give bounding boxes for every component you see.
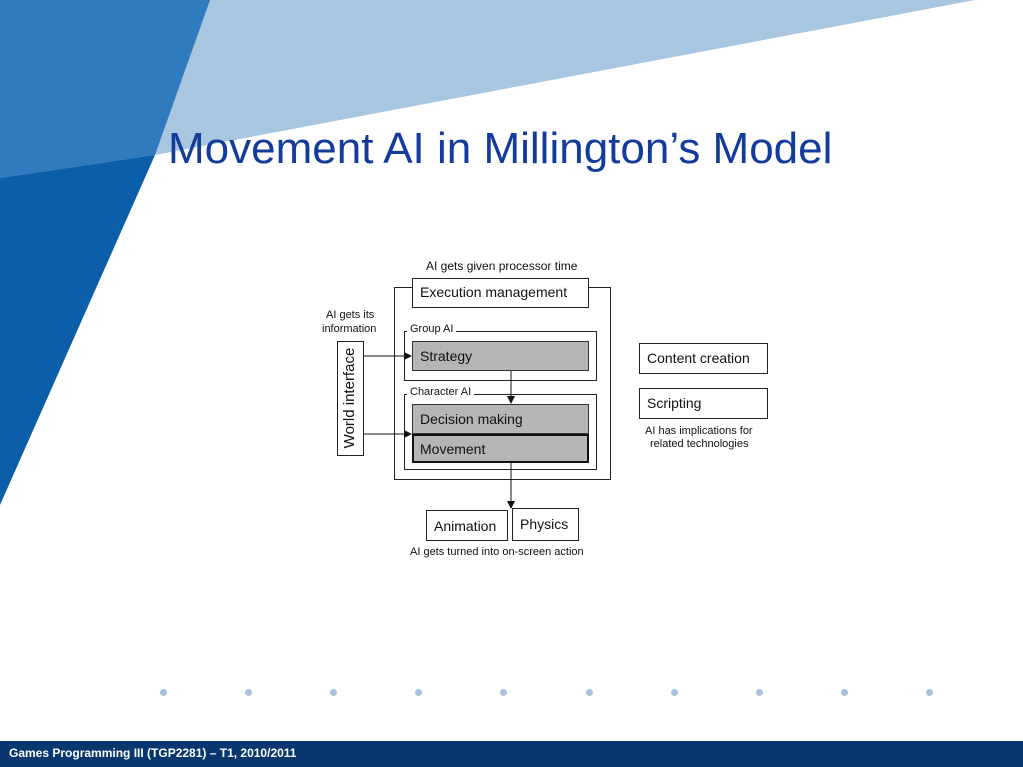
footer-bar: Games Programming III (TGP2281) – T1, 20… [0, 741, 1023, 767]
strategy-box: Strategy [412, 341, 589, 371]
decorative-dot [330, 689, 337, 696]
character-ai-label: Character AI [407, 386, 475, 398]
decorative-dot [671, 689, 678, 696]
info-note-line1: AI gets its [326, 309, 375, 321]
group-ai-label: Group AI [407, 323, 457, 335]
decorative-dot [500, 689, 507, 696]
content-creation-box: Content creation [639, 343, 768, 374]
scripting-label: Scripting [647, 395, 702, 411]
implications-note-line2: related technologies [650, 438, 749, 450]
decision-making-label: Decision making [420, 411, 523, 427]
decision-making-box: Decision making [412, 404, 589, 434]
decorative-dot [586, 689, 593, 696]
execution-management-box: Execution management [412, 278, 589, 308]
mid-blue-band [0, 0, 210, 178]
content-creation-label: Content creation [647, 350, 750, 366]
light-blue-band [0, 0, 975, 178]
execution-management-label: Execution management [420, 284, 568, 300]
dark-blue-wedge [0, 155, 155, 505]
decorative-dot [245, 689, 252, 696]
physics-label: Physics [520, 516, 569, 532]
movement-label: Movement [420, 441, 486, 457]
animation-label: Animation [434, 518, 497, 534]
scripting-box: Scripting [639, 388, 768, 419]
physics-box: Physics [512, 508, 579, 541]
decorative-dot [415, 689, 422, 696]
info-note-line2: information [322, 323, 377, 335]
decorative-dot [160, 689, 167, 696]
processor-time-note: AI gets given processor time [426, 259, 578, 273]
slide-title: Movement AI in Millington’s Model [168, 124, 833, 173]
strategy-label: Strategy [420, 348, 473, 364]
decorative-dot [756, 689, 763, 696]
on-screen-action-note: AI gets turned into on-screen action [410, 546, 584, 558]
animation-box: Animation [426, 510, 508, 541]
decorative-dot [841, 689, 848, 696]
decorative-dot [926, 689, 933, 696]
world-interface-box [337, 341, 364, 456]
implications-note-line1: AI has implications for [645, 425, 753, 437]
movement-box: Movement [412, 434, 589, 463]
footer-course-label: Games Programming III (TGP2281) – T1, 20… [9, 746, 297, 760]
